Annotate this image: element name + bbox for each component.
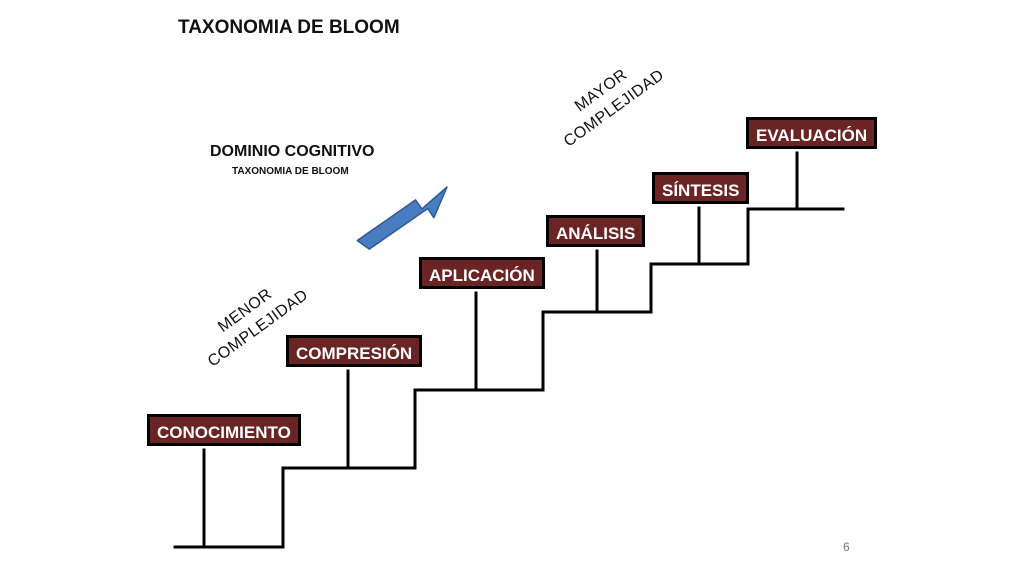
domain-subtitle: TAXONOMIA DE BLOOM <box>232 166 349 177</box>
level-analisis: ANÁLISIS <box>546 215 646 247</box>
level-evaluacion: EVALUACIÓN <box>746 117 878 149</box>
level-sintesis: SÍNTESIS <box>652 172 750 204</box>
domain-title: DOMINIO COGNITIVO <box>210 143 375 160</box>
level-compresion: COMPRESIÓN <box>286 335 423 367</box>
level-aplicacion: APLICACIÓN <box>419 257 545 289</box>
up-right-arrow-icon <box>356 186 448 250</box>
staircase-lines <box>173 151 845 549</box>
page-number: 6 <box>843 540 850 554</box>
level-conocimiento: CONOCIMIENTO <box>147 414 301 446</box>
slide-title: TAXONOMIA DE BLOOM <box>178 17 400 38</box>
stair-outline <box>173 207 845 549</box>
